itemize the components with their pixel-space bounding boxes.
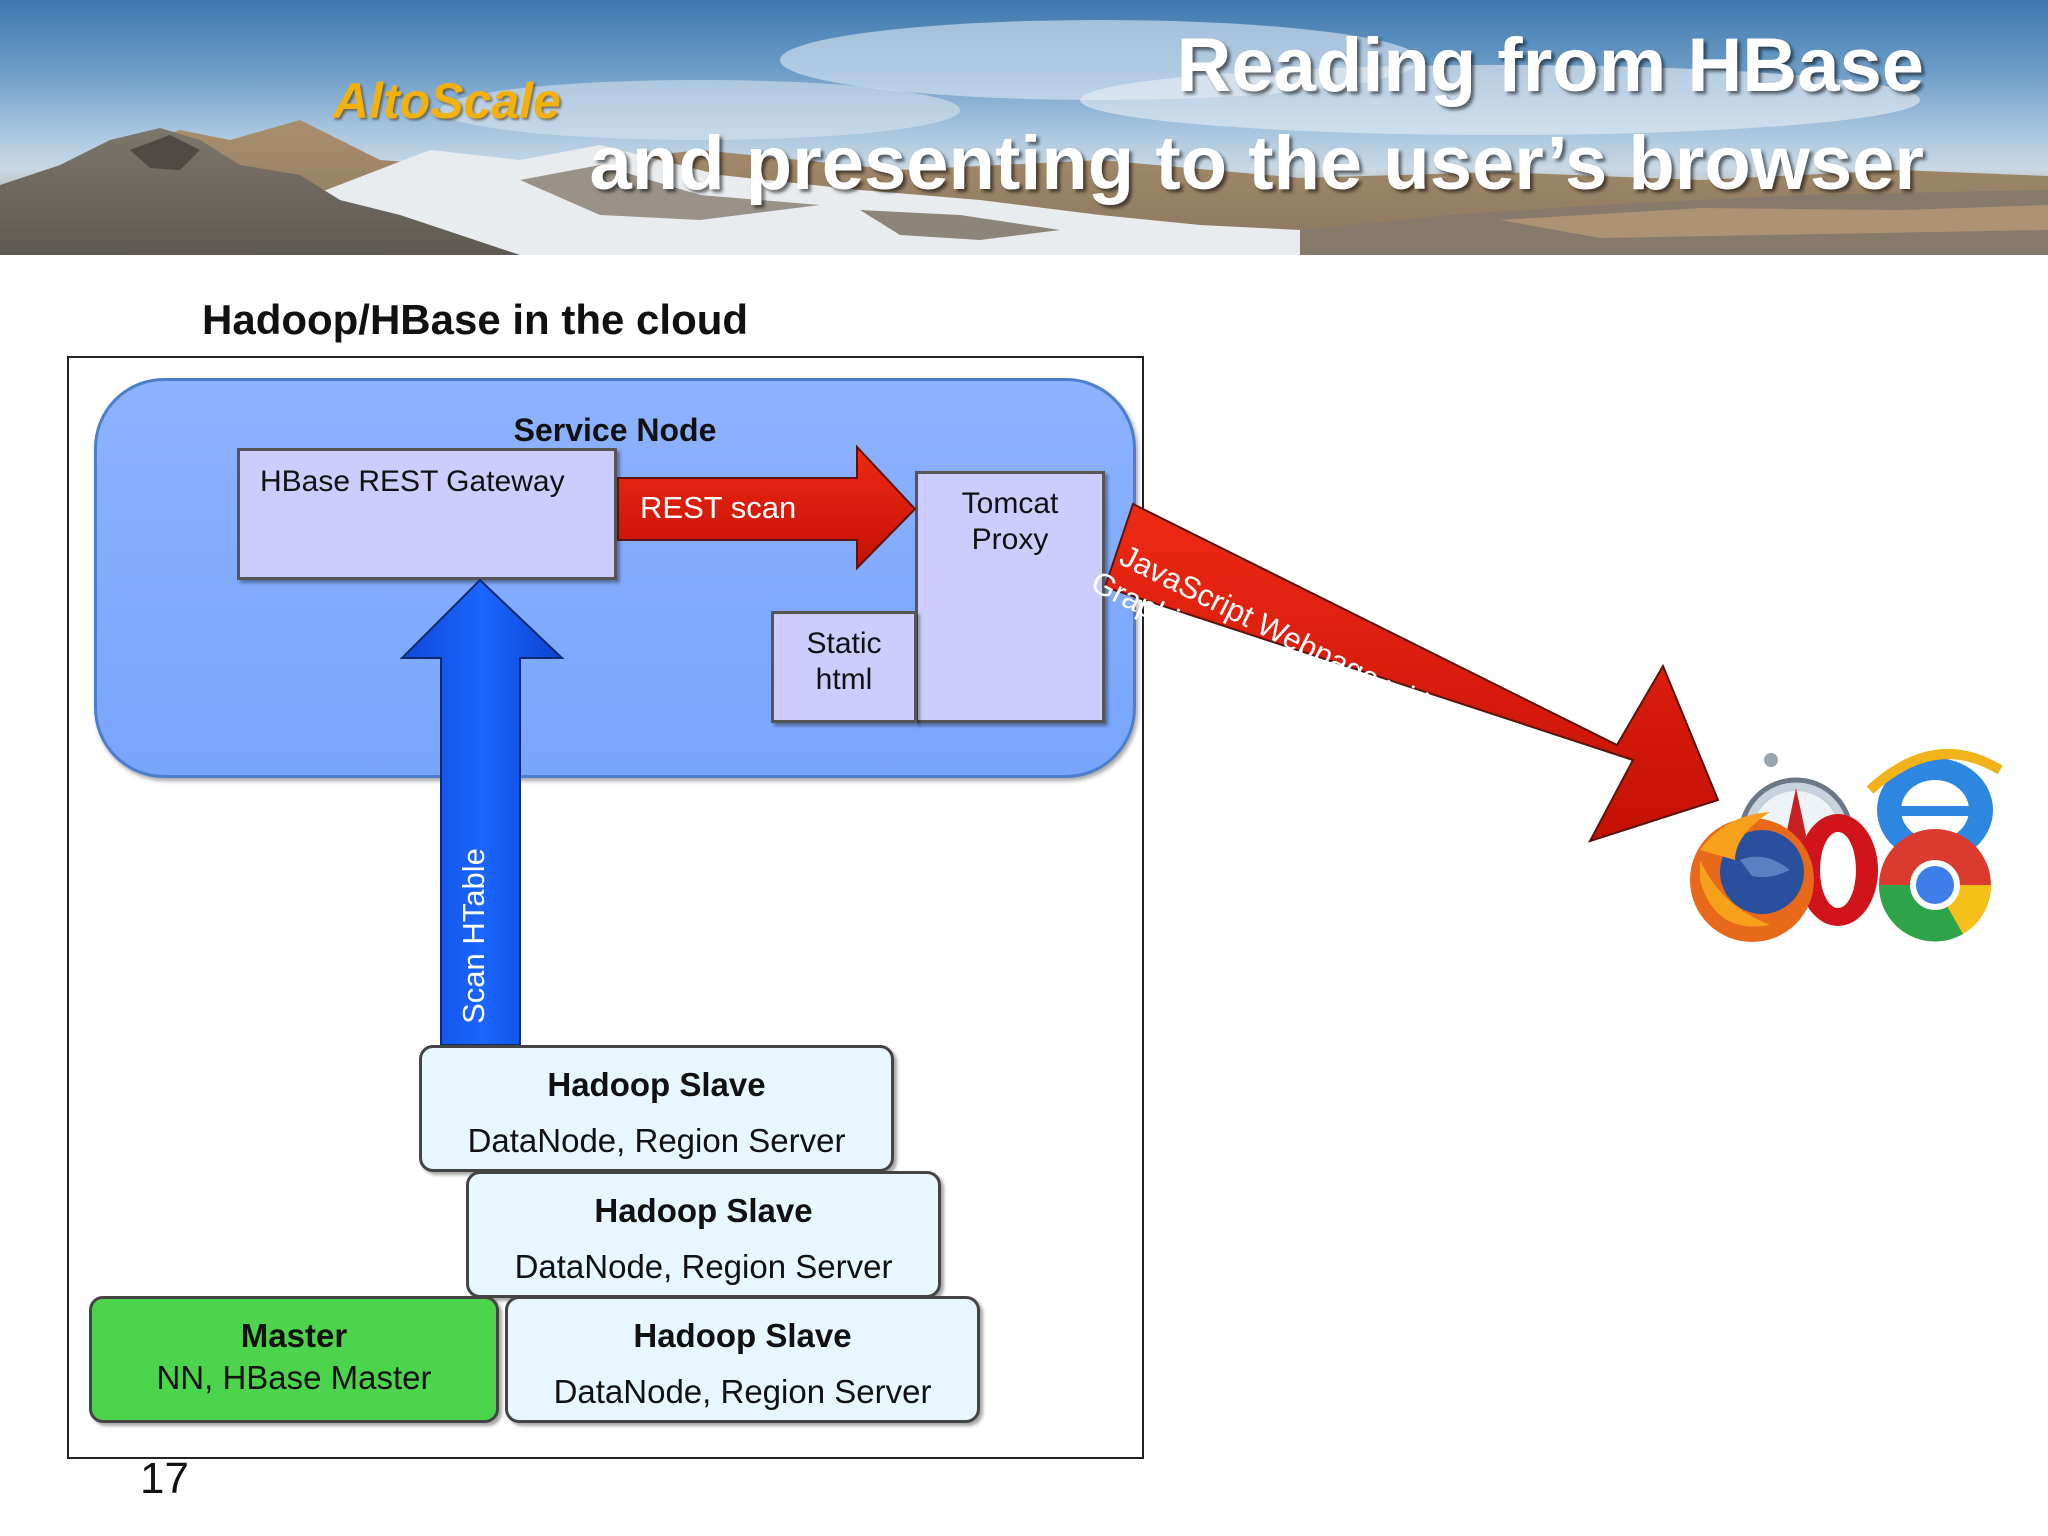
tomcat-label: Tomcat <box>961 487 1059 520</box>
hadoop-slave-detail: DataNode, Region Server <box>553 1373 932 1410</box>
master-box: Master NN, HBase Master <box>89 1296 499 1423</box>
static-label: Static <box>806 627 882 660</box>
opera-icon <box>1798 814 1878 926</box>
tomcat-proxy-box: Tomcat Proxy <box>915 471 1105 723</box>
page-number: 17 <box>140 1454 189 1503</box>
master-title: Master <box>240 1317 348 1354</box>
hadoop-slave-title: Hadoop Slave <box>633 1317 852 1354</box>
hadoop-slave-title: Hadoop Slave <box>547 1066 766 1103</box>
hadoop-slave-box-3: Hadoop Slave DataNode, Region Server <box>505 1296 980 1423</box>
internet-explorer-icon <box>1866 749 2003 862</box>
header-banner: AltoScale Reading from HBase and present… <box>0 0 2048 255</box>
hbase-rest-gateway-label: HBase REST Gateway <box>260 465 565 498</box>
hadoop-slave-detail: DataNode, Region Server <box>467 1122 846 1159</box>
altoscale-logo: AltoScale <box>333 73 561 129</box>
master-detail: NN, HBase Master <box>156 1359 432 1396</box>
hadoop-slave-title: Hadoop Slave <box>594 1192 813 1229</box>
slide-title-line-2: and presenting to the user’s browser <box>589 121 1925 206</box>
browser-icons-group <box>1690 749 2003 942</box>
chrome-icon <box>1878 829 1992 942</box>
proxy-label: Proxy <box>971 523 1049 556</box>
static-html-box: Static html <box>771 611 917 723</box>
mountain-backdrop <box>0 20 2048 255</box>
javascript-webpage-arrow <box>1103 502 1720 843</box>
firefox-icon <box>1690 812 1814 942</box>
scan-htable-label: Scan HTable <box>456 848 491 1024</box>
diagram-subtitle: Hadoop/HBase in the cloud <box>202 296 749 343</box>
hbase-rest-gateway-box: HBase REST Gateway <box>237 448 617 580</box>
scan-htable-arrow <box>399 578 565 1046</box>
service-node-label: Service Node <box>513 412 717 448</box>
slide-title-line-1: Reading from HBase <box>1176 23 1925 108</box>
html-label: html <box>815 663 873 696</box>
hadoop-slave-box-1: Hadoop Slave DataNode, Region Server <box>419 1045 894 1172</box>
rest-scan-label: REST scan <box>640 490 797 525</box>
hadoop-slave-box-2: Hadoop Slave DataNode, Region Server <box>466 1171 941 1298</box>
rest-scan-arrow <box>617 444 917 571</box>
hadoop-slave-detail: DataNode, Region Server <box>514 1248 893 1285</box>
